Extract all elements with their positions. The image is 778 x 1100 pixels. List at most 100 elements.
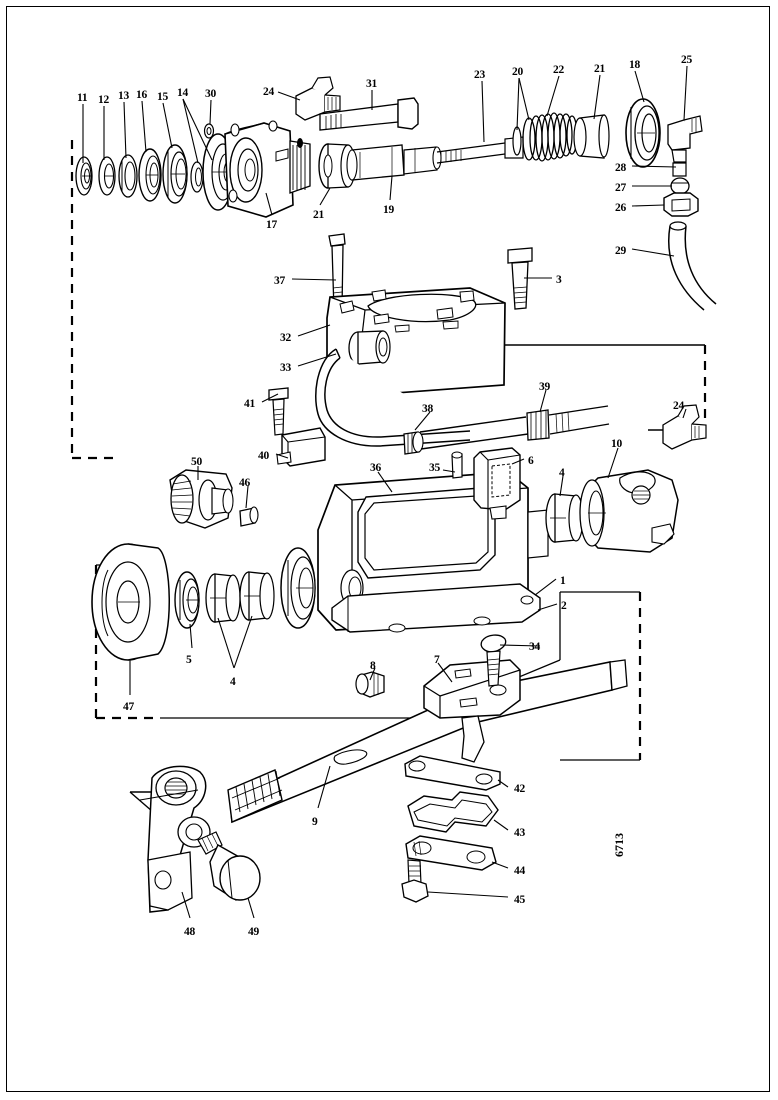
callout-8: 8	[370, 660, 376, 672]
bracket-40	[276, 427, 326, 467]
group-boundary-upper	[70, 140, 120, 460]
plug-46	[239, 506, 259, 527]
callout-28: 28	[615, 162, 627, 174]
elbow-fitting-25	[667, 115, 703, 163]
callout-31: 31	[366, 78, 378, 90]
callout-41: 41	[244, 398, 256, 410]
callout-7: 7	[434, 654, 440, 666]
bearing-4-b	[239, 571, 275, 621]
callout-18: 18	[629, 59, 641, 71]
pulley-47	[91, 543, 170, 661]
callout-44: 44	[514, 865, 526, 877]
valve-block-6	[473, 447, 521, 520]
cap-assembly-50	[169, 469, 234, 529]
bearing-large	[280, 547, 316, 629]
bushing-28	[672, 162, 687, 177]
suction-tube-33	[315, 348, 471, 447]
callout-32: 32	[280, 332, 292, 344]
flat-link-42	[404, 755, 501, 791]
bolt-45	[401, 859, 429, 903]
leader-lines	[82, 65, 688, 919]
elbow-fitting-24-right	[662, 404, 707, 450]
callout-38: 38	[422, 403, 434, 415]
seat-27	[670, 177, 690, 195]
screw-34	[480, 634, 507, 687]
spacer-21-top	[573, 114, 610, 159]
callout-9: 9	[312, 816, 318, 828]
end-cover-10	[579, 469, 679, 553]
pin-35	[451, 451, 463, 479]
callout-15: 15	[157, 91, 169, 103]
callout-27: 27	[615, 182, 627, 194]
callout-36: 36	[370, 462, 382, 474]
seal-5	[174, 571, 200, 629]
callout-25: 25	[681, 54, 693, 66]
elbow-fitting-24	[295, 76, 341, 121]
callout-40: 40	[258, 450, 270, 462]
valve-cover-assembly	[268, 233, 610, 467]
ball-stud-49	[197, 831, 261, 901]
pump-housing-1	[317, 471, 549, 633]
callout-17: 17	[266, 219, 278, 231]
callout-50: 50	[191, 456, 203, 468]
callout-4l: 4	[230, 676, 236, 688]
callout-19: 19	[383, 204, 395, 216]
callout-20: 20	[512, 66, 524, 78]
callout-35: 35	[429, 462, 441, 474]
callout-30: 30	[205, 88, 217, 100]
callout-16: 16	[136, 89, 148, 101]
page-border	[6, 6, 770, 1092]
callout-48: 48	[184, 926, 196, 938]
callout-21t: 21	[594, 63, 606, 75]
bearing-4-a	[205, 573, 241, 623]
bracket-plate-43	[407, 791, 499, 833]
callout-4r: 4	[559, 467, 565, 479]
callout-1: 1	[560, 575, 566, 587]
pipe-39	[419, 405, 610, 450]
hose-29	[668, 225, 717, 311]
disc-20	[512, 126, 522, 156]
callout-43: 43	[514, 827, 526, 839]
callout-21b: 21	[313, 209, 325, 221]
pump-housing-17	[224, 120, 311, 218]
figure-reference-number: 6713	[612, 833, 626, 857]
callout-10: 10	[611, 438, 623, 450]
callout-26: 26	[615, 202, 627, 214]
spring-pack-22	[522, 112, 578, 162]
callout-23: 23	[474, 69, 486, 81]
callout-39: 39	[539, 381, 551, 393]
bearing-18	[625, 98, 661, 168]
callout-6: 6	[528, 455, 534, 467]
screw-41	[268, 387, 289, 436]
callout-33: 33	[280, 362, 292, 374]
callout-22: 22	[553, 64, 565, 76]
bracket-7	[423, 659, 521, 763]
callout-42: 42	[514, 783, 526, 795]
callout-49: 49	[248, 926, 260, 938]
callout-5: 5	[186, 654, 192, 666]
fitting-8	[355, 671, 385, 698]
pitman-arm-48	[147, 765, 211, 913]
callout-45: 45	[514, 894, 526, 906]
callout-24b: 24	[673, 400, 685, 412]
callout-46: 46	[239, 477, 251, 489]
bolt-3	[507, 247, 533, 310]
callout-11: 11	[77, 92, 88, 104]
cover-body-32	[326, 287, 506, 397]
callout-29: 29	[615, 245, 627, 257]
clamp-44	[405, 835, 497, 871]
callout-37: 37	[274, 275, 286, 287]
callout-2: 2	[561, 600, 567, 612]
seal-washer-stack	[75, 76, 717, 311]
callout-34: 34	[529, 641, 541, 653]
callout-47: 47	[123, 701, 135, 713]
callout-12: 12	[98, 94, 110, 106]
threaded-rod-23	[436, 136, 524, 164]
callout-3: 3	[556, 274, 562, 286]
pump-body-assembly	[91, 404, 707, 661]
bolt-31	[319, 97, 419, 131]
bearing-4-right	[545, 493, 584, 543]
callout-14: 14	[177, 87, 189, 99]
